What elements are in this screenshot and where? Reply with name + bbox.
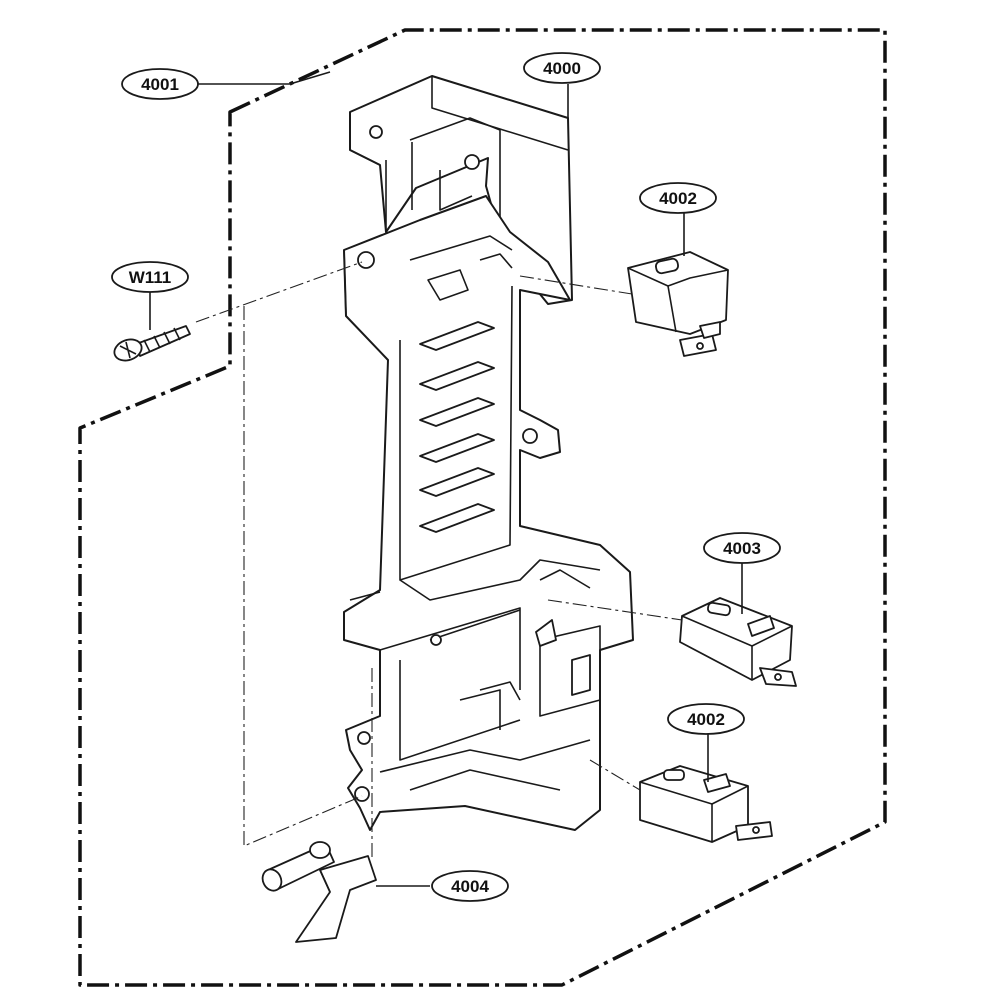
svg-text:4004: 4004 (451, 877, 489, 896)
label-4002-top: 4002 (639, 182, 717, 214)
switch-4002-top (627, 251, 729, 357)
latch-board-4000 (343, 75, 634, 831)
assembly-lines (195, 261, 683, 858)
leader-lines (149, 71, 743, 887)
svg-text:4002: 4002 (687, 710, 725, 729)
label-4004: 4004 (431, 870, 509, 902)
lever-4004 (261, 841, 377, 943)
svg-text:W111: W111 (129, 268, 172, 287)
svg-text:4002: 4002 (659, 189, 697, 208)
label-4001: 4001 (121, 68, 199, 100)
label-w111: W111 (111, 261, 189, 293)
label-4003: 4003 (703, 532, 781, 564)
svg-text:4000: 4000 (543, 59, 581, 78)
svg-text:4003: 4003 (723, 539, 761, 558)
switch-4002-bottom (639, 765, 773, 843)
assembly-boundary (78, 28, 887, 987)
label-4002-bottom: 4002 (667, 703, 745, 735)
label-4000: 4000 (523, 52, 601, 84)
svg-text:4001: 4001 (141, 75, 179, 94)
screw-w111 (113, 325, 191, 362)
switch-4003 (679, 597, 797, 687)
